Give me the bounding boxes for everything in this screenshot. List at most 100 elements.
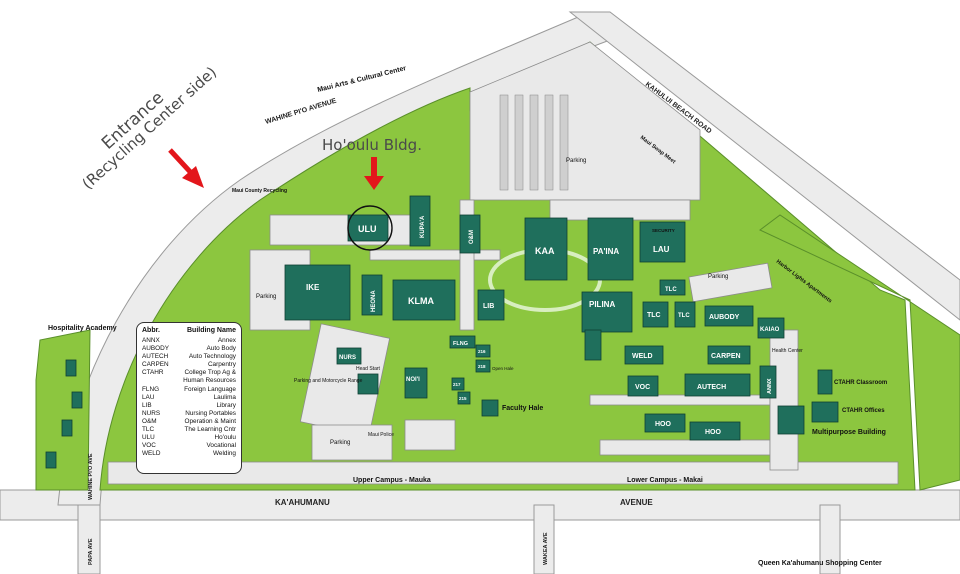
- legend-row: ANNX Annex: [142, 337, 236, 345]
- building-kupaa: [409, 195, 431, 247]
- building-weld: [624, 345, 664, 365]
- legend-abbr: ULU: [142, 434, 155, 442]
- legend-row: NURS Nursing Portables: [142, 410, 236, 418]
- ulu-highlight-circle: [347, 205, 393, 251]
- legend-name: Operation & Maint: [184, 417, 236, 425]
- building-ctahr-offices: [811, 401, 839, 423]
- legend-name: Auto Technology: [188, 353, 236, 361]
- building-head-start: [357, 373, 379, 395]
- road-kaahumanu: KA'AHUMANU: [275, 498, 330, 507]
- label-parking-top: Parking: [566, 158, 586, 164]
- label-upper-campus: Upper Campus - Mauka: [353, 477, 431, 484]
- label-lau: LAU: [653, 245, 670, 254]
- building-216: [475, 344, 491, 358]
- building-217: [451, 377, 465, 391]
- building-tlc-a: [642, 301, 669, 328]
- label-parking-moto: Parking and Motorcycle Range: [294, 378, 363, 384]
- label-aubody: AUBODY: [709, 314, 740, 321]
- building-voc: [627, 375, 659, 397]
- legend-abbr: FLNG: [142, 385, 160, 393]
- legend-name: Library: [216, 401, 236, 409]
- label-weld: WELD: [632, 353, 653, 360]
- building-faculty-hale: [481, 399, 499, 417]
- road-wahine-pio-left: WAHINE PI'O AVE: [88, 453, 94, 500]
- label-recycling: Maui County Recycling: [232, 188, 287, 194]
- label-pilina: PILINA: [589, 300, 615, 309]
- label-maui-police: Maui Police: [368, 432, 394, 438]
- legend-name: Foreign Language: [184, 385, 236, 393]
- legend-abbr: TLC: [142, 426, 155, 434]
- building-ike: [284, 264, 351, 321]
- label-218: 218: [478, 364, 486, 369]
- hospitality-bldg-2: [71, 391, 83, 409]
- building-carpen: [707, 345, 751, 365]
- building-heona: [361, 274, 383, 316]
- label-tlc-a: TLC: [647, 312, 661, 319]
- legend-abbr: CARPEN: [142, 361, 169, 369]
- label-217: 217: [453, 382, 461, 387]
- label-tlc-b: TLC: [678, 313, 690, 319]
- building-aubody: [704, 305, 754, 327]
- hospitality-bldg-1: [65, 359, 77, 377]
- building-ctahr-classroom: [817, 369, 833, 395]
- label-hoo-b: HOO: [705, 429, 722, 436]
- label-health-center: Health Center: [772, 348, 803, 354]
- legend-abbr: ANNX: [142, 337, 160, 344]
- building-lib: [477, 289, 505, 321]
- legend-name: Carpentry: [207, 361, 236, 369]
- legend-row: O&M Operation & Maint: [142, 418, 236, 426]
- legend-abbr: O&M: [142, 417, 157, 425]
- label-216: 216: [478, 349, 486, 354]
- legend-abbr: AUTECH: [142, 353, 169, 361]
- label-klma: KLMA: [408, 296, 434, 306]
- label-head-start: Head Start: [356, 366, 381, 372]
- label-queen-kaahumanu: Queen Ka'ahumanu Shopping Center: [758, 560, 882, 567]
- legend-row: CARPEN Carpentry: [142, 361, 236, 369]
- label-parking-ike: Parking: [256, 294, 276, 300]
- label-ctahr-classroom: CTAHR Classroom: [834, 380, 887, 386]
- legend-header: Abbr. Building Name: [142, 327, 236, 334]
- legend-abbr: NURS: [142, 409, 161, 417]
- label-open-hale: Open Hale: [492, 366, 514, 371]
- legend-abbr: WELD: [142, 450, 161, 458]
- building-ulu: [347, 214, 389, 242]
- building-noii: [404, 367, 428, 399]
- label-annx: ANNX: [767, 378, 773, 394]
- label-parking-right: Parking: [708, 274, 728, 280]
- label-ulu: ULU: [358, 224, 377, 234]
- legend-name: Nursing Portables: [185, 409, 236, 417]
- legend-name: Ho'oulu: [214, 434, 236, 442]
- hospitality-grass: [35, 329, 91, 491]
- label-parking-police: Parking: [330, 440, 350, 446]
- building-215: [457, 391, 471, 405]
- legend-name: Annex: [217, 337, 236, 344]
- building-klma: [392, 279, 456, 321]
- hospitality-bldg-3: [61, 419, 73, 437]
- parking-stalls: [499, 94, 569, 191]
- building-nurs: [336, 347, 362, 365]
- hospitality-bldg-4: [45, 451, 57, 469]
- legend-name: Auto Body: [206, 345, 237, 353]
- label-faculty-hale: Faculty Hale: [502, 405, 543, 412]
- entrance-arrow: [168, 148, 204, 188]
- label-security: SECURITY: [652, 228, 675, 233]
- label-tlc-top: TLC: [665, 287, 677, 293]
- building-annx: [759, 365, 777, 399]
- legend-row: Human Resources: [142, 377, 236, 385]
- legend-name: College Trop Ag &: [184, 369, 236, 377]
- label-om: O&M: [469, 230, 475, 244]
- label-hospitality: Hospitality Academy: [48, 325, 117, 332]
- building-autech: [684, 373, 751, 397]
- building-flng: [449, 335, 476, 349]
- building-lau: [639, 221, 686, 263]
- label-carpen: CARPEN: [711, 353, 741, 360]
- label-paina: PA'INA: [593, 247, 619, 256]
- building-pilina-wing: [584, 329, 602, 361]
- building-hoo-a: [644, 413, 686, 433]
